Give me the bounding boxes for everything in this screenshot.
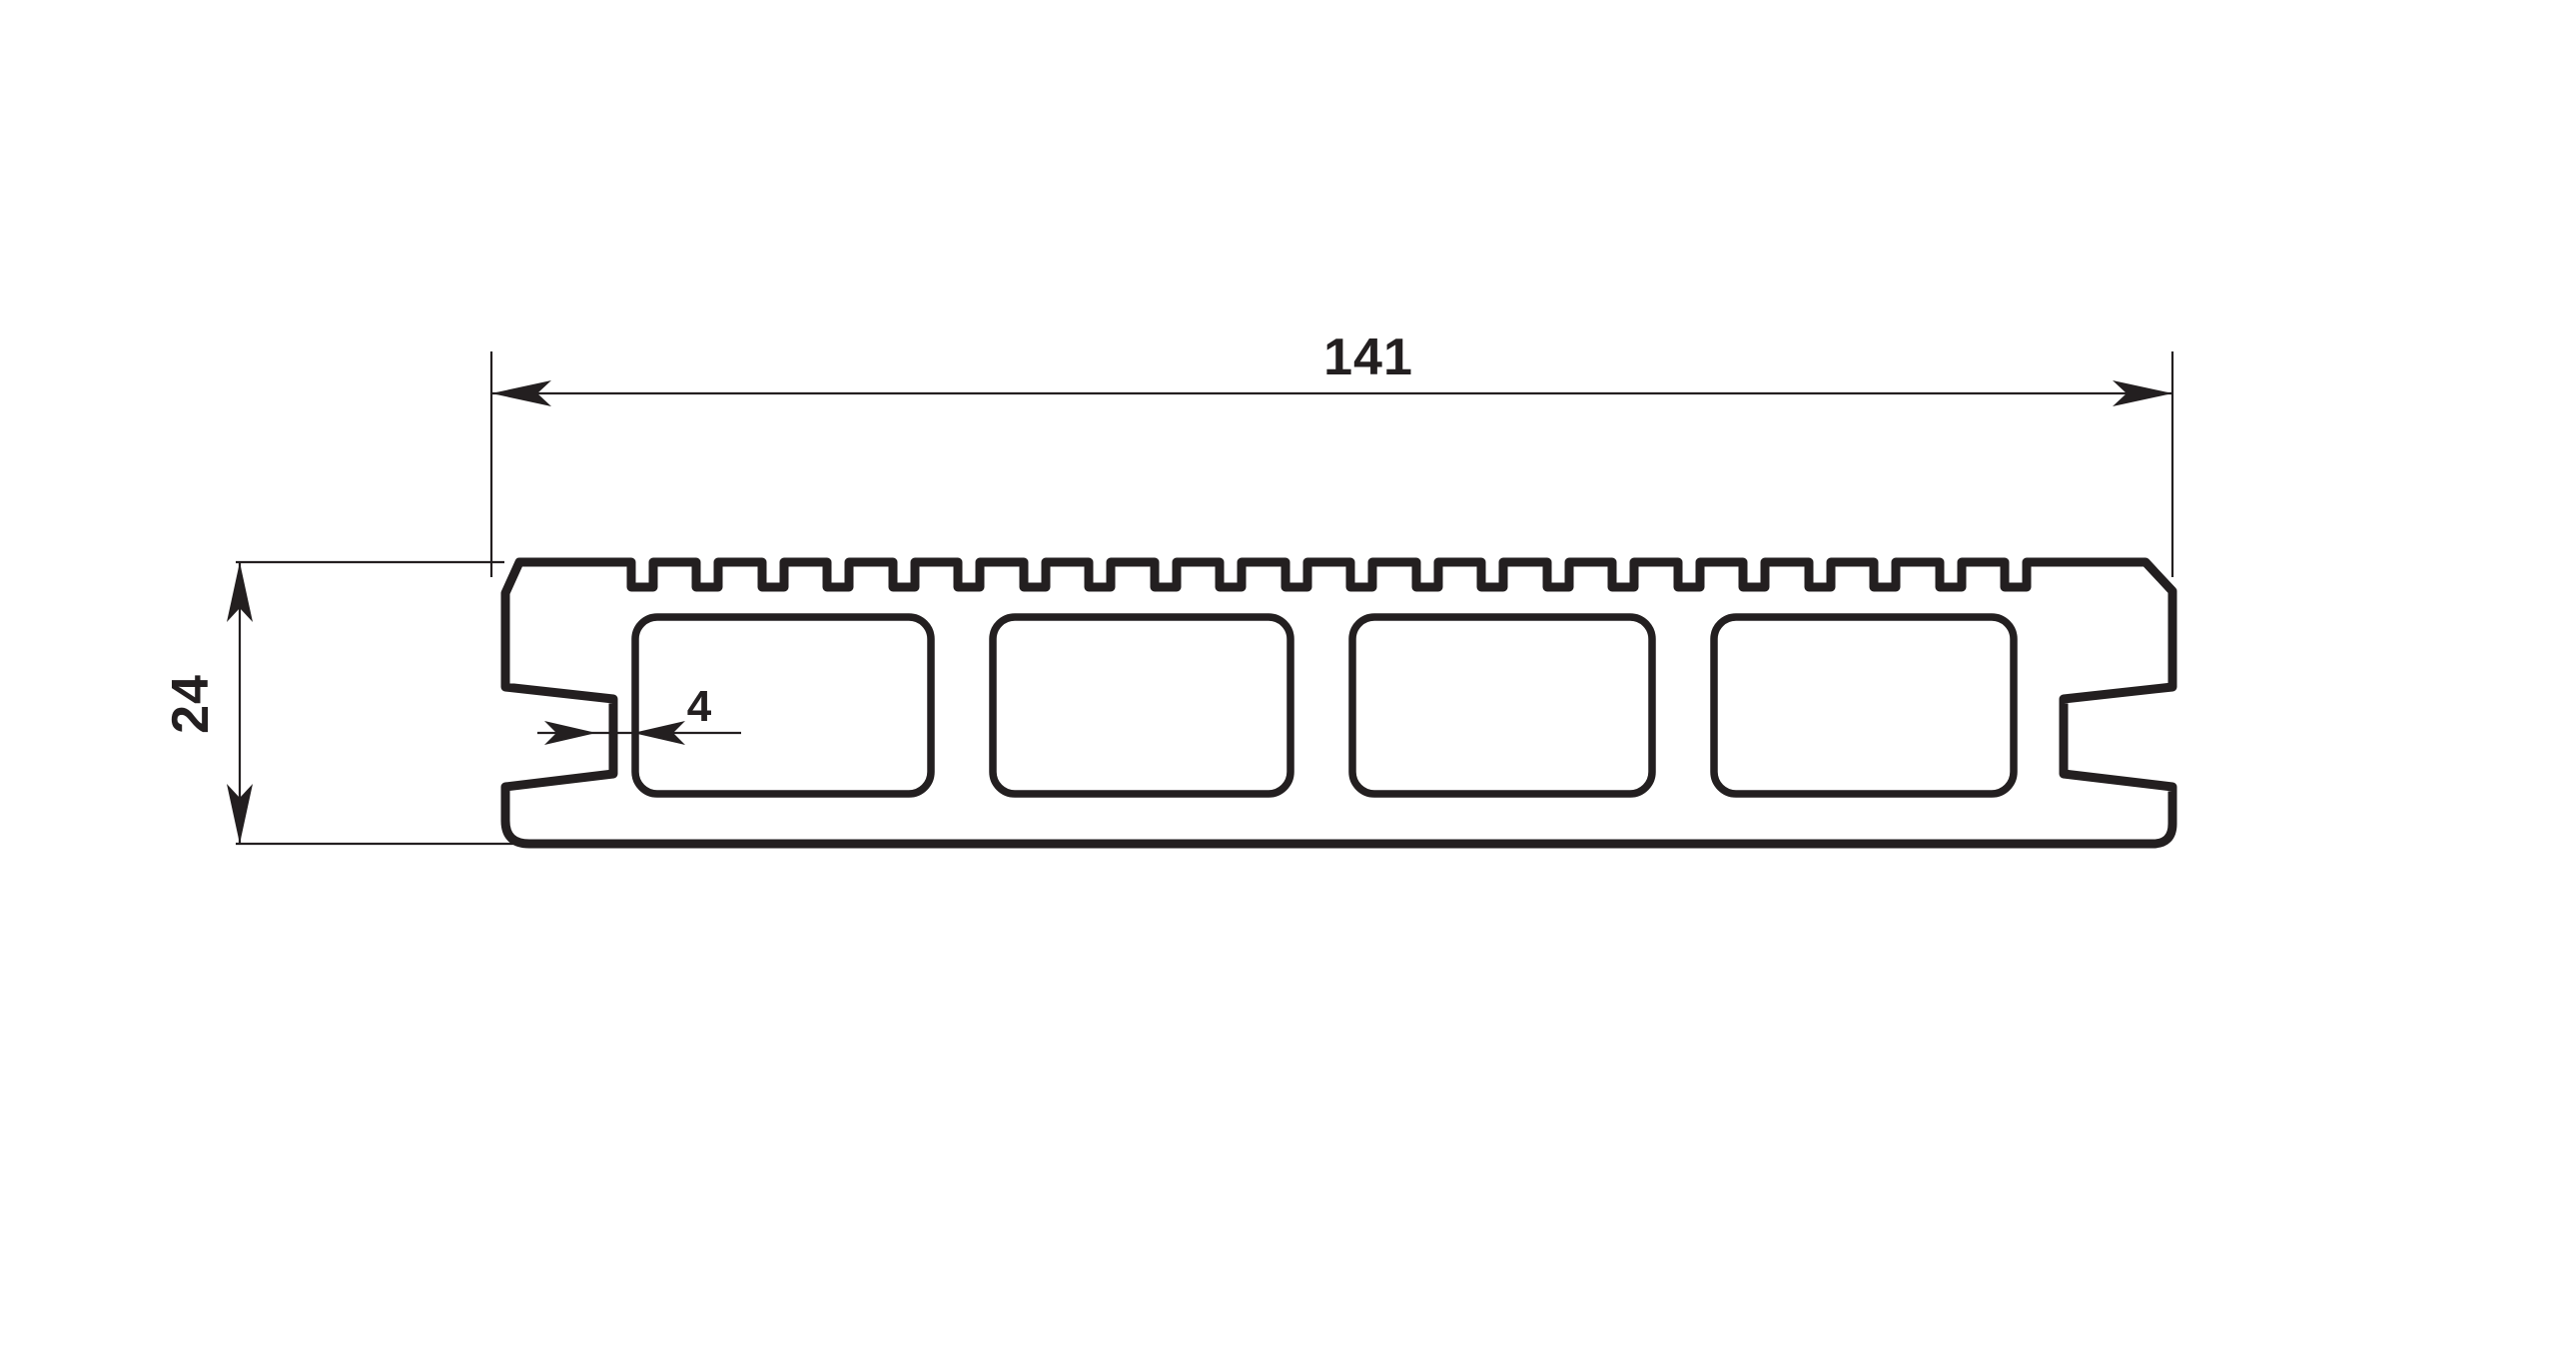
arrow-head-bottom-24 xyxy=(227,784,253,844)
chamber-4 xyxy=(1710,613,2018,798)
chamber-2 xyxy=(989,613,1294,798)
arrow-head-right-4 xyxy=(633,721,685,745)
extension-lines xyxy=(236,351,2174,846)
dimension-overall-height: 24 xyxy=(162,562,253,844)
arrow-head-top-24 xyxy=(227,562,253,622)
internal-chambers xyxy=(631,613,2018,798)
arrow-head-right-141 xyxy=(2113,380,2172,406)
profile-outer-contour xyxy=(500,557,2177,849)
dimension-wall-thickness: 4 xyxy=(537,682,741,745)
dimension-overall-width: 141 xyxy=(491,329,2172,406)
dimension-label-4: 4 xyxy=(687,682,712,731)
arrow-head-left-141 xyxy=(491,380,551,406)
dimension-label-24: 24 xyxy=(162,674,220,734)
chamber-3 xyxy=(1348,613,1656,798)
arrow-head-left-4 xyxy=(544,721,596,745)
chamber-1 xyxy=(631,613,935,798)
dimension-label-141: 141 xyxy=(1323,329,1413,386)
